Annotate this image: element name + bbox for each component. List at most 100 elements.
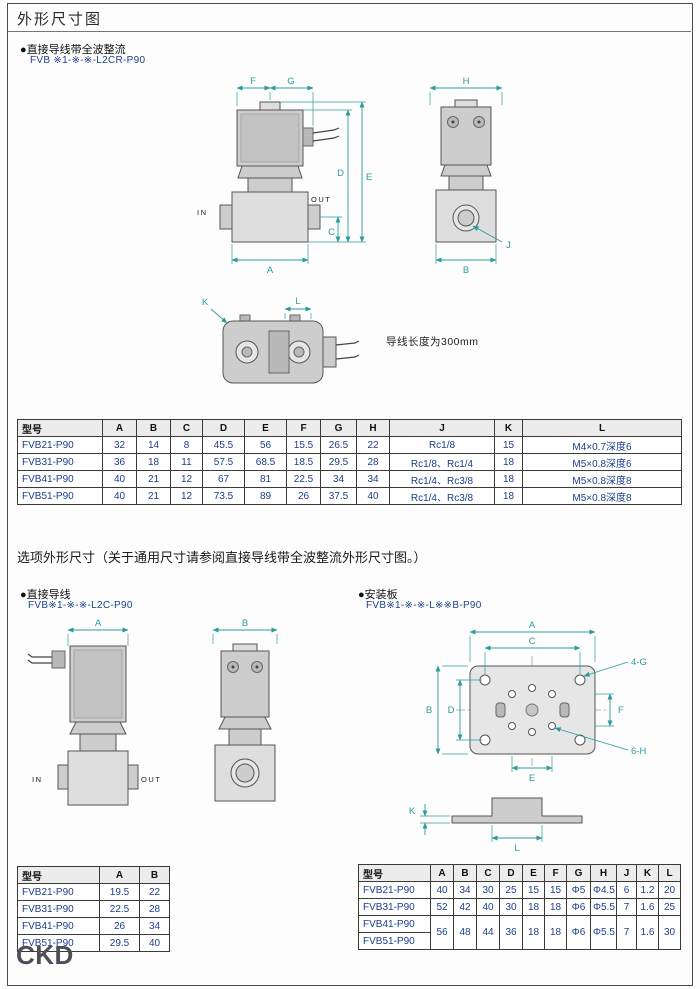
out-port-label-option: OUT [141,775,161,784]
value-cell: 29.5 [99,934,140,952]
value-cell: 45.5 [202,436,245,454]
column-header: 型号 [358,864,431,882]
dim-label-b: B [463,265,469,276]
column-header: J [389,419,495,437]
dim-label-e: E [366,172,372,183]
model-cell: FVB21-P90 [358,881,431,899]
dim-label-k-bracket: K [409,806,416,817]
value-cell: 48 [453,915,477,950]
value-cell: 57.5 [202,453,245,471]
value-cell: Φ6 [566,898,591,916]
bracket-profile-drawing: K L [409,797,583,854]
valve-body-side [435,99,497,243]
model-cell: FVB21-P90 [17,883,100,901]
value-cell: 56 [244,436,287,454]
column-header: F [544,864,567,882]
value-cell: 25 [499,881,523,899]
value-cell: 68.5 [244,453,287,471]
value-cell: 12 [170,470,203,488]
bracket-profile-container: K L [392,790,642,860]
value-cell: Rc1/4、Rc3/8 [389,487,495,505]
value-cell: 22.5 [286,470,321,488]
value-cell: 14 [136,436,171,454]
column-header: K [494,419,523,437]
dim-label-d: D [337,168,344,179]
side-view-dimension-lines [429,85,503,264]
option-section-heading: 选项外形尺寸（关于通用尺寸请参阅直接导线带全波整流外形尺寸图。） [17,550,427,565]
value-cell: 15.5 [286,436,321,454]
column-header: E [522,864,545,882]
value-cell: 22.5 [99,900,140,918]
option-front-view-container: A IN OUT [22,616,177,856]
column-header: H [356,419,390,437]
front-view-container: F G D E C A IN OUT [192,72,382,285]
value-cell: 29.5 [320,453,357,471]
model-cell: FVB41-P90 [17,470,103,488]
option-side-dimension-lines [212,627,278,644]
value-cell: 15 [522,881,545,899]
value-cell: Rc1/8 [389,436,495,454]
value-cell: 34 [453,881,477,899]
dim-label-j: J [506,240,511,251]
column-header: D [202,419,245,437]
plate-body [456,656,609,766]
dim-label-4g-plate: 4-G [631,657,647,668]
value-cell: 52 [430,898,454,916]
column-header: A [99,866,140,884]
value-cell: 30 [476,881,500,899]
value-cell: 36 [102,453,137,471]
column-header: F [286,419,321,437]
value-cell: 26 [286,487,321,505]
value-cell: 40 [139,934,170,952]
value-cell: Rc1/4、Rc3/8 [389,470,495,488]
column-header: 型号 [17,866,100,884]
dim-label-f: F [250,76,256,87]
dim-label-b-option: B [242,618,248,629]
option-valve-body-side [214,643,276,802]
value-cell: M5×0.8深度8 [522,487,682,505]
option-side-view-container: B [185,616,305,856]
dim-label-c: C [328,227,335,238]
value-cell: 42 [453,898,477,916]
value-cell: 30 [658,915,681,950]
value-cell: 25 [658,898,681,916]
model-cell: FVB41-P90 [358,915,431,933]
column-header: A [102,419,137,437]
direct-lead-bullet: ●直接导线 [20,589,71,601]
value-cell: 1.6 [636,915,659,950]
front-view-dimension-lines [231,85,366,264]
column-header: C [170,419,203,437]
dim-label-g: G [287,76,294,87]
value-cell: 18 [494,470,523,488]
title-divider [8,31,691,32]
value-cell: 18 [494,453,523,471]
value-cell: 15 [544,881,567,899]
value-cell: 1.2 [636,881,659,899]
value-cell: 37.5 [320,487,357,505]
value-cell: 40 [102,470,137,488]
column-header: J [616,864,637,882]
value-cell: 30 [499,898,523,916]
wire-length-note: 导线长度为300mm [386,336,479,348]
value-cell: 22 [356,436,390,454]
ckd-logo: CKD [16,940,74,970]
mounting-plate-drawing: A C B D F 4-G 6-H E [426,620,647,784]
bracket-dimension-lines [420,804,543,842]
value-cell: Φ4.5 [590,881,617,899]
top-view-dimension-lines [210,306,312,324]
value-cell: 18.5 [286,453,321,471]
dim-label-a-option: A [95,618,102,629]
option-front-view-drawing: A IN OUT [27,618,161,806]
column-header: D [499,864,523,882]
dim-label-k: K [202,297,209,308]
dim-label-e-plate: E [529,773,535,784]
value-cell: 7 [616,898,637,916]
value-cell: Φ5 [566,881,591,899]
option-front-dimension-lines [67,627,129,646]
